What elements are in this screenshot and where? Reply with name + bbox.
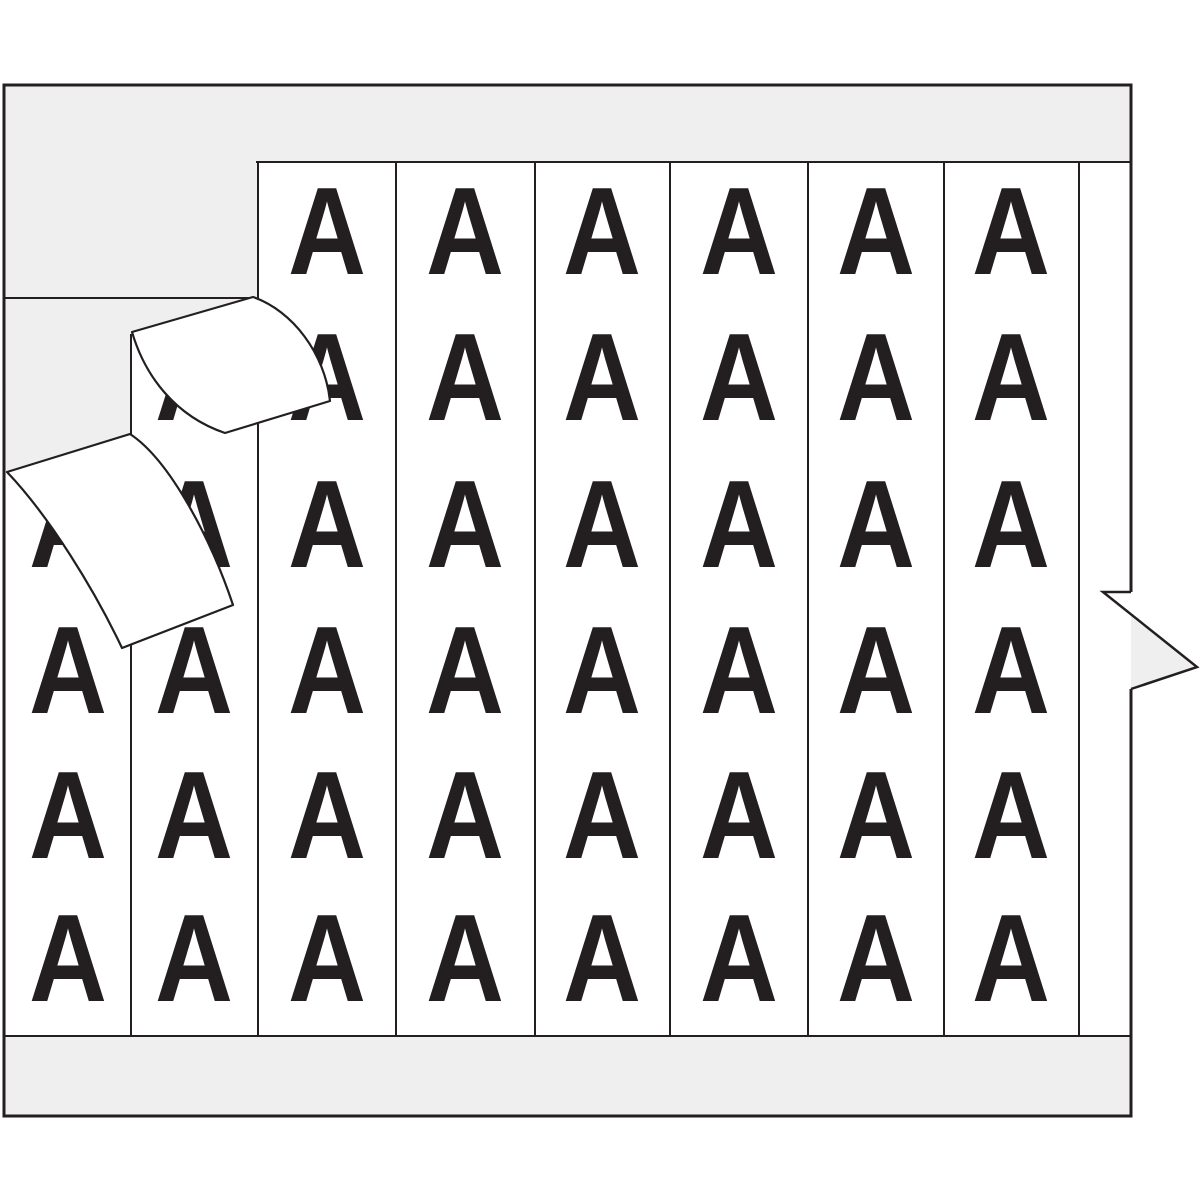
marker-letter: A [837, 456, 915, 594]
marker-letter: A [972, 309, 1050, 447]
marker-letter: A [700, 163, 778, 301]
marker-letter: A [29, 602, 107, 740]
marker-letter: A [972, 163, 1050, 301]
marker-letter: A [29, 890, 107, 1028]
peeled-area-strip1 [5, 298, 131, 473]
marker-letter: A [837, 890, 915, 1028]
marker-letter: A [426, 163, 504, 301]
marker-letter: A [288, 163, 366, 301]
marker-letter: A [700, 747, 778, 885]
marker-letter: A [426, 890, 504, 1028]
marker-letter: A [426, 602, 504, 740]
marker-letter: A [700, 456, 778, 594]
marker-letter: A [426, 309, 504, 447]
marker-letter: A [837, 163, 915, 301]
card-border [2, 83, 1133, 1118]
marker-letter: A [288, 890, 366, 1028]
marker-letter: A [426, 456, 504, 594]
marker-letter: A [155, 747, 233, 885]
peeling-label-lower [5, 432, 235, 650]
marker-letter: A [288, 456, 366, 594]
peeling-label-upper [130, 295, 332, 435]
marker-letter: A [426, 747, 504, 885]
marker-letter: A [288, 602, 366, 740]
marker-letter: A [972, 602, 1050, 740]
marker-letter: A [972, 747, 1050, 885]
marker-letter: A [972, 890, 1050, 1028]
marker-letter: A [563, 456, 641, 594]
marker-letter: A [563, 890, 641, 1028]
marker-letter: A [29, 747, 107, 885]
marker-letter: A [972, 456, 1050, 594]
marker-letter: A [563, 163, 641, 301]
marker-letter: A [563, 747, 641, 885]
marker-letter: A [563, 602, 641, 740]
marker-letter: A [837, 602, 915, 740]
label-strips-right-block [258, 162, 1131, 1036]
marker-letter: A [837, 309, 915, 447]
marker-letter: A [837, 747, 915, 885]
marker-letter: A [700, 890, 778, 1028]
marker-letter: A [563, 309, 641, 447]
marker-letter: A [155, 890, 233, 1028]
marker-letter: A [700, 309, 778, 447]
card-edge-notch-tab [1099, 590, 1200, 691]
marker-letter: A [288, 747, 366, 885]
strip-divider-lines [130, 162, 1080, 1036]
marker-letter: A [700, 602, 778, 740]
marker-letter-grid: AAAAAAAAAAAAAAAAAAAAAAAAAAAAAAAAAAAAAAAA… [29, 163, 1050, 1028]
